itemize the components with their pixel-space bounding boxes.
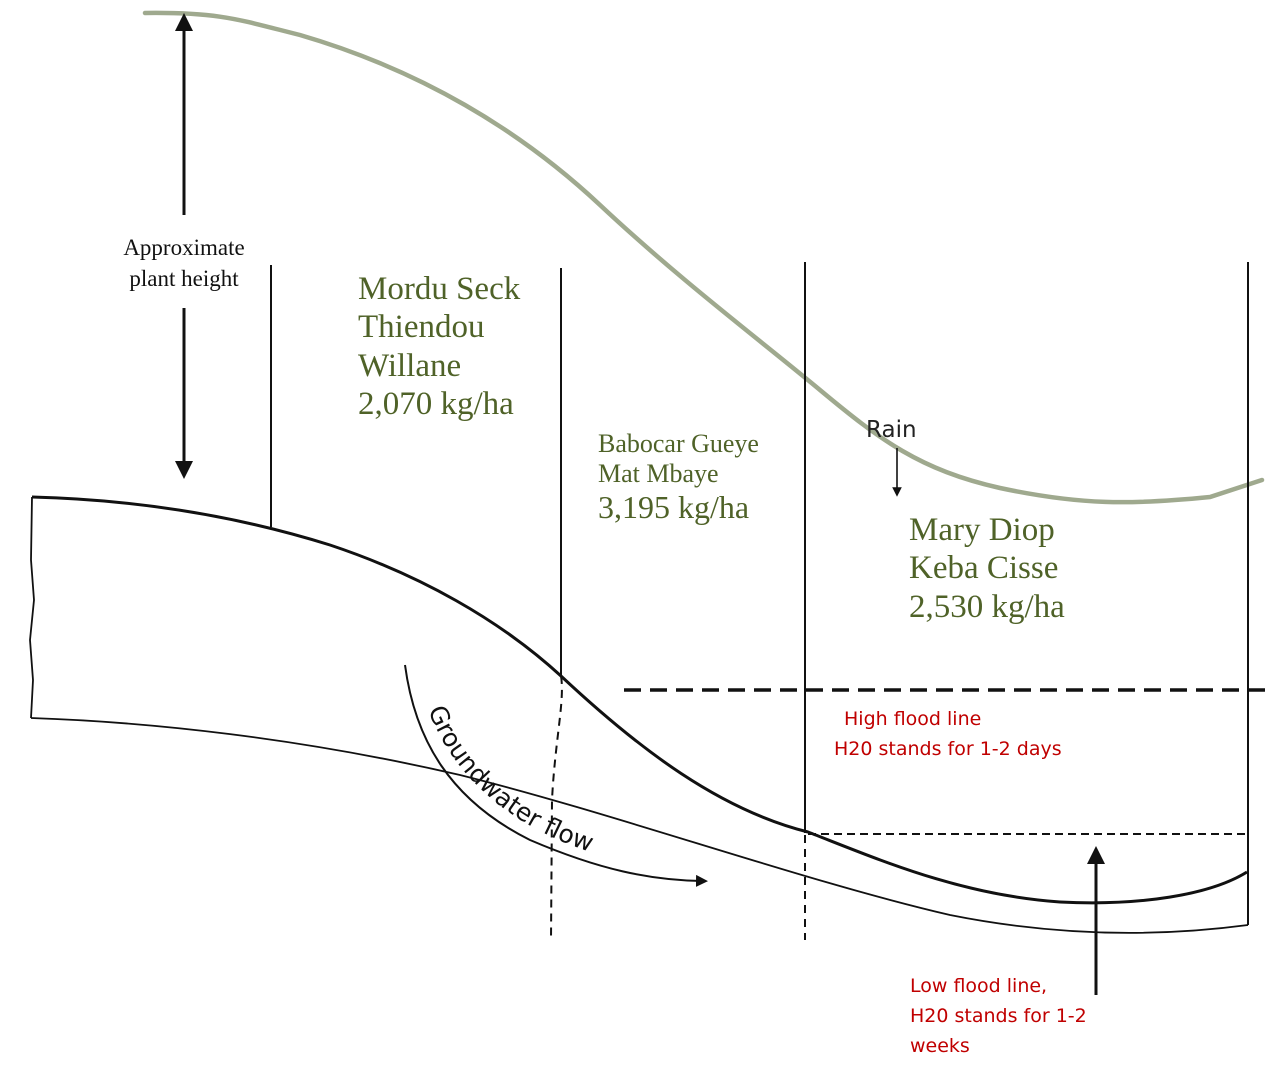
farm-3-line2: Keba Cisse <box>909 550 1059 587</box>
ground-surface-line <box>31 495 1248 905</box>
farm-1-line1: Mordu Seck <box>358 271 521 307</box>
low-flood-label-line3: weeks <box>910 1035 970 1057</box>
farm-label-3: Mary Diop Keba Cisse 2,530 kg/ha <box>909 511 1065 626</box>
soil-left-edge <box>29 496 35 719</box>
high-flood-label-line1: High flood line <box>844 708 982 730</box>
farm-1-line2: Thiendou <box>358 309 485 346</box>
farm-1-line3: Willane <box>358 347 462 384</box>
low-flood-label: Low flood line, H20 stands for 1-2 weeks <box>910 971 1087 1061</box>
farm-1-yield: 2,070 kg/ha <box>358 385 514 422</box>
groundwater-flow-label: Groundwater flow <box>422 701 597 858</box>
farm-2-yield: 3,195 kg/ha <box>598 489 750 526</box>
soil-lower-boundary <box>30 717 1249 934</box>
plant-height-curve <box>142 10 1265 505</box>
rain-label: Rain <box>866 417 917 443</box>
farm-2-line2: Mat Mbaye <box>598 459 719 489</box>
low-flood-label-line1: Low flood line, <box>910 975 1048 997</box>
farm-2-line1: Babocar Gueye <box>598 429 759 458</box>
groundwater-flow-arrow <box>404 664 708 887</box>
farm-3-yield: 2,530 kg/ha <box>909 588 1065 625</box>
farm-3-line1: Mary Diop <box>909 512 1055 548</box>
high-flood-label: High flood line H20 stands for 1-2 days <box>834 704 1062 764</box>
plant-height-label-line1: Approximate <box>123 235 245 260</box>
boundary-dashed-2 <box>550 675 563 941</box>
farm-label-2: Babocar Gueye Mat Mbaye 3,195 kg/ha <box>598 429 759 526</box>
plant-height-label: Approximate plant height <box>104 232 264 294</box>
plant-height-label-line2: plant height <box>129 266 239 291</box>
low-flood-label-line2: H20 stands for 1-2 <box>910 1005 1087 1027</box>
high-flood-label-line2: H20 stands for 1-2 days <box>834 738 1062 760</box>
farm-label-1: Mordu Seck Thiendou Willane 2,070 kg/ha <box>358 270 520 423</box>
